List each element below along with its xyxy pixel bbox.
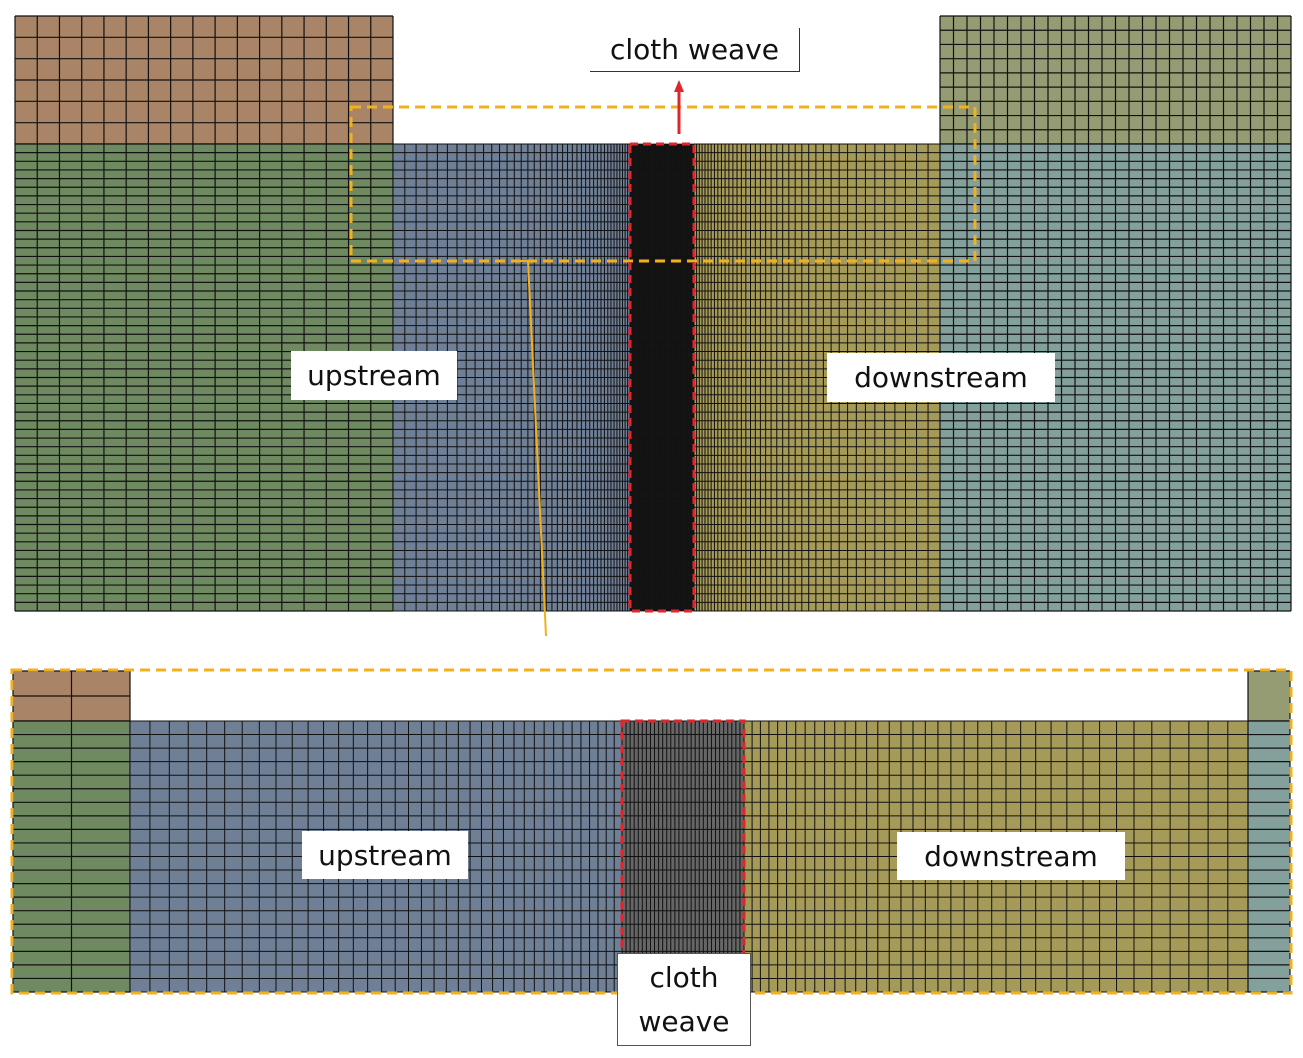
- zoom-right-outer-region-gridlines: [1247, 720, 1291, 993]
- zoom-cloth-weave-region: [621, 720, 745, 993]
- mesh-regions: [12, 15, 1292, 993]
- upstream-label-bottom: upstream: [302, 831, 468, 879]
- upstream-label-top: upstream: [291, 351, 457, 400]
- cloth-weave-label-line2: weave: [638, 1004, 730, 1038]
- cloth-weave-label-line1: cloth: [649, 960, 719, 994]
- upper-left-block: [14, 15, 394, 145]
- cloth-weave-label-top: cloth weave: [590, 28, 800, 72]
- cloth-weave-arrow-head: [674, 80, 684, 92]
- upper-left-block-gridlines: [14, 15, 394, 145]
- cloth-weave-outline-bottom: [620, 719, 746, 994]
- upper-right-block-gridlines: [939, 15, 1292, 145]
- cloth-weave-outline-top: [628, 142, 696, 613]
- downstream-label-bottom: downstream: [897, 832, 1125, 880]
- zoom-upper-right-block-fill: [1248, 671, 1290, 721]
- zoom-upper-left-block: [12, 670, 131, 722]
- zoom-region-outline: [349, 105, 977, 263]
- zoom-left-outer-region: [12, 720, 131, 993]
- upper-right-block: [939, 15, 1292, 145]
- zoom-upper-right-block: [1247, 670, 1291, 722]
- downstream-label-top: downstream: [827, 353, 1055, 402]
- cloth-weave-label-bottom: cloth weave: [617, 953, 751, 1046]
- zoom-connector-line: [517, 260, 547, 637]
- zoom-right-outer-region: [1247, 720, 1291, 993]
- cloth-weave-region: [629, 143, 695, 612]
- zoom-left-outer-region-gridlines: [12, 720, 131, 993]
- cloth-weave-region-gridlines: [629, 143, 695, 612]
- upstream-region: [392, 143, 631, 612]
- zoom-cloth-weave-region-gridlines: [621, 720, 745, 993]
